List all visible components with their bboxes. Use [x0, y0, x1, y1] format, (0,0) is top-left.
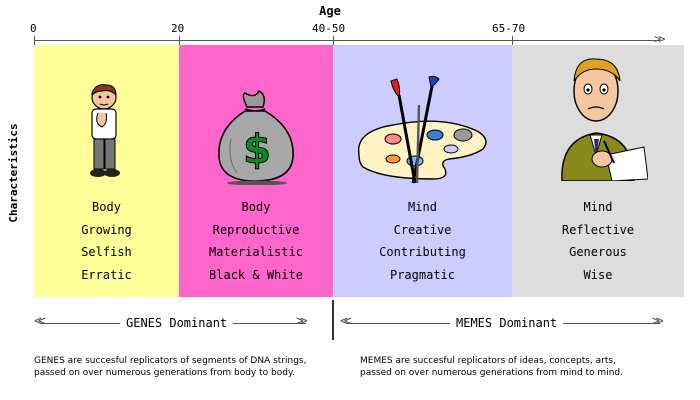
trait: Body [92, 200, 121, 214]
trait: Reproductive [212, 222, 300, 237]
axis-arrow-icon: >> [654, 32, 666, 46]
arrow-right-icon: >> [296, 314, 307, 329]
age-axis-title: Age [319, 4, 341, 18]
svg-text:$: $ [243, 127, 271, 173]
arrow-left-icon: << [34, 314, 45, 329]
arrow-left-icon: << [340, 314, 351, 329]
caption-line: passed on over numerous generations from… [34, 368, 295, 378]
trait: Creative [393, 222, 452, 237]
memes-dominant-label: MEMES Dominant [450, 316, 564, 330]
caption-line: MEMES are succesful replicators of ideas… [360, 356, 616, 366]
axis-tick [179, 36, 180, 45]
trait: Contributing [379, 245, 466, 260]
genes-caption: GENES are succesful replicators of segme… [34, 355, 306, 379]
stage-middle-age: Mind Creative Contributing Pragmatic [333, 45, 512, 297]
arrow-right-icon: >> [652, 314, 663, 329]
tick-label-65-70: 65-70 [492, 22, 526, 35]
genes-dominant-label: GENES Dominant [120, 316, 234, 330]
trait: Materialistic [209, 245, 303, 260]
tick-label-40-50: 40-50 [312, 22, 346, 35]
genes-memes-divider [332, 300, 334, 340]
trait: Body [241, 200, 271, 214]
tick-label-0: 0 [30, 22, 37, 35]
memes-caption: MEMES are succesful replicators of ideas… [360, 355, 623, 379]
stage-elder: Mind Reflective Generous Wise [512, 45, 684, 297]
traits-elder: Mind Reflective Generous Wise [512, 196, 684, 287]
trait: Mind [583, 200, 613, 214]
caption-line: passed on over numerous generations from… [360, 368, 623, 378]
trait: Generous [569, 245, 627, 260]
trait: Selfish [81, 245, 132, 260]
trait: Pragmatic [389, 268, 456, 283]
trait: Wise [583, 268, 613, 283]
money-bag-icon: $ [218, 90, 294, 185]
traits-youth: Body Growing Selfish Erratic [34, 196, 179, 287]
paint-palette-icon [357, 75, 487, 184]
age-axis-line [34, 40, 660, 41]
y-axis-label: Characteristics [7, 123, 20, 223]
trait: Reflective [561, 222, 635, 237]
trait: Mind [408, 200, 437, 214]
writing-man-icon [561, 58, 648, 181]
axis-tick [34, 36, 35, 45]
trait: Black & White [209, 268, 303, 283]
caption-line: GENES are succesful replicators of segme… [34, 356, 307, 366]
tick-label-20: 20 [171, 22, 185, 35]
thinking-boy-icon [90, 84, 120, 177]
traits-middle-age: Mind Creative Contributing Pragmatic [333, 196, 512, 287]
trait: Growing [81, 222, 132, 237]
stage-youth: Body Growing Selfish Erratic [34, 45, 179, 297]
axis-tick [333, 36, 334, 45]
traits-adult: Body Reproductive Materialistic Black & … [179, 196, 333, 287]
stage-adult: $ Body Reproductive Materialistic Black … [179, 45, 333, 297]
axis-tick [512, 36, 513, 45]
trait: Erratic [81, 268, 132, 283]
